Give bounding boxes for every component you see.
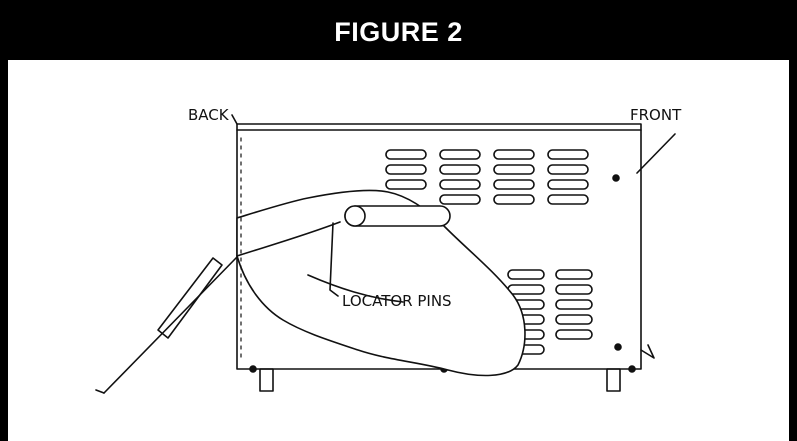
- back-leader: [231, 114, 238, 125]
- label-locator-pins: LOCATOR PINS: [342, 292, 452, 310]
- figure-title: FIGURE 2: [334, 17, 463, 47]
- locator-pin-end: [344, 205, 366, 227]
- hand-outline: [236, 189, 526, 377]
- bolt-bottom-right: [628, 365, 636, 373]
- label-front: FRONT: [630, 106, 682, 124]
- side-panel-handle: [157, 257, 223, 339]
- figure-panel: BACK FRONT LOCATOR PINS: [8, 60, 789, 441]
- front-leader-bottom: [640, 344, 655, 359]
- screw-front-bottom: [614, 343, 622, 351]
- front-leader-top: [636, 133, 676, 174]
- locator-leader: [329, 222, 339, 297]
- bolt-bottom-left: [249, 365, 257, 373]
- lower-vents: [507, 269, 593, 355]
- cabinet-diagram: BACK FRONT LOCATOR PINS: [95, 106, 682, 394]
- hand-lower-line: [307, 274, 404, 303]
- foot-left: [259, 368, 274, 392]
- foot-right: [606, 368, 621, 392]
- side-panel-edge-2: [95, 389, 105, 394]
- screw-front-top: [612, 174, 620, 182]
- side-panel-edge: [103, 256, 238, 394]
- upper-vents: [385, 149, 589, 205]
- figure-header: FIGURE 2: [8, 8, 789, 57]
- hand-finger-line: [236, 221, 341, 257]
- label-back: BACK: [188, 106, 230, 124]
